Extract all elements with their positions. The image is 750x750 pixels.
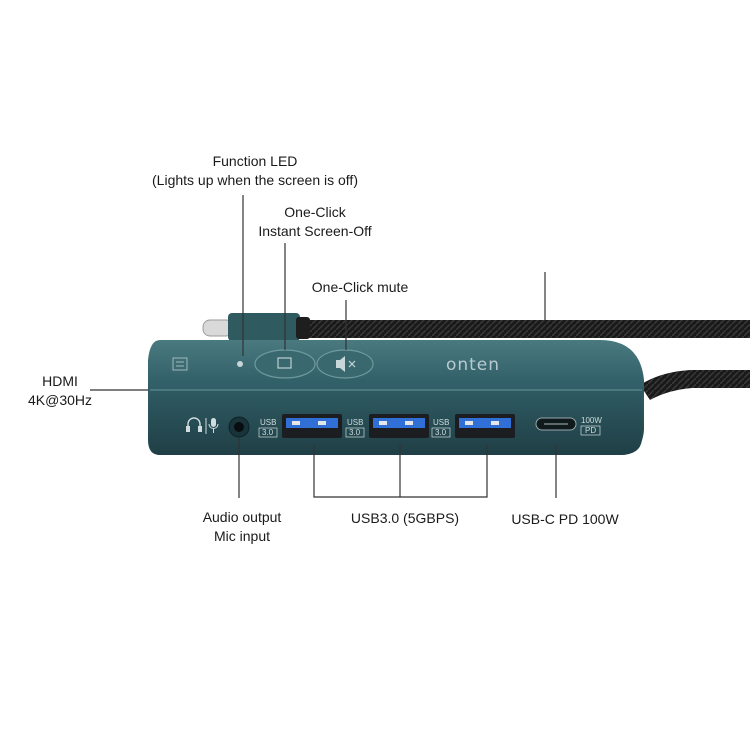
usb-a-port-3[interactable]: [455, 414, 515, 438]
screen-icon: [277, 357, 292, 369]
usb-a-port-1[interactable]: [282, 414, 342, 438]
usb-speed-label: 3.0: [435, 428, 447, 437]
pd-label: PD: [585, 426, 596, 435]
usb-c-port[interactable]: [535, 417, 577, 431]
usb-a-port-2[interactable]: [369, 414, 429, 438]
usb-port-label: USB: [260, 418, 276, 427]
usb-speed-label: 3.0: [349, 428, 361, 437]
screen-off-button[interactable]: [254, 349, 316, 379]
function-led: [237, 361, 243, 367]
hdmi-label: HDMI 4K@30Hz: [20, 372, 100, 410]
usb-port-label: USB: [347, 418, 363, 427]
hdmi-resolution: 4K@30Hz: [27, 392, 93, 408]
usb3-title: USB3.0 (5GBPS): [350, 510, 460, 526]
mute-button[interactable]: [316, 349, 374, 379]
audio-jack[interactable]: [228, 416, 250, 438]
pd-wattage-label: 100W: [581, 416, 602, 425]
speaker-mute-icon: [336, 356, 345, 372]
screen-off-label: One-Click Instant Screen-Off: [230, 203, 400, 241]
audio-label: Audio output Mic input: [178, 508, 306, 546]
usb3-label: USB3.0 (5GBPS): [335, 509, 475, 528]
mic-input-title: Mic input: [213, 528, 271, 544]
hdmi-title: HDMI: [42, 373, 78, 389]
leader-lines: [90, 195, 557, 498]
mute-title: One-Click mute: [311, 279, 409, 295]
usb-port-label: USB: [433, 418, 449, 427]
brand-logo: onten: [446, 355, 500, 375]
function-led-title: Function LED: [212, 153, 298, 169]
headphone-mic-icon: [186, 417, 219, 434]
audio-output-title: Audio output: [202, 509, 282, 525]
function-led-description: (Lights up when the screen is off): [152, 172, 358, 188]
screen-off-title: One-Click: [284, 204, 346, 220]
usbc-label: USB-C PD 100W: [500, 510, 630, 529]
hdmi-indicator-icon: [172, 357, 188, 371]
usb-c-plug: [202, 313, 310, 341]
usbc-title: USB-C PD 100W: [511, 511, 619, 527]
mute-label: One-Click mute: [290, 278, 430, 297]
screen-off-description: Instant Screen-Off: [258, 223, 372, 239]
braided-cable: [300, 320, 750, 400]
function-led-label: Function LED (Lights up when the screen …: [140, 152, 370, 190]
usb-speed-label: 3.0: [262, 428, 274, 437]
